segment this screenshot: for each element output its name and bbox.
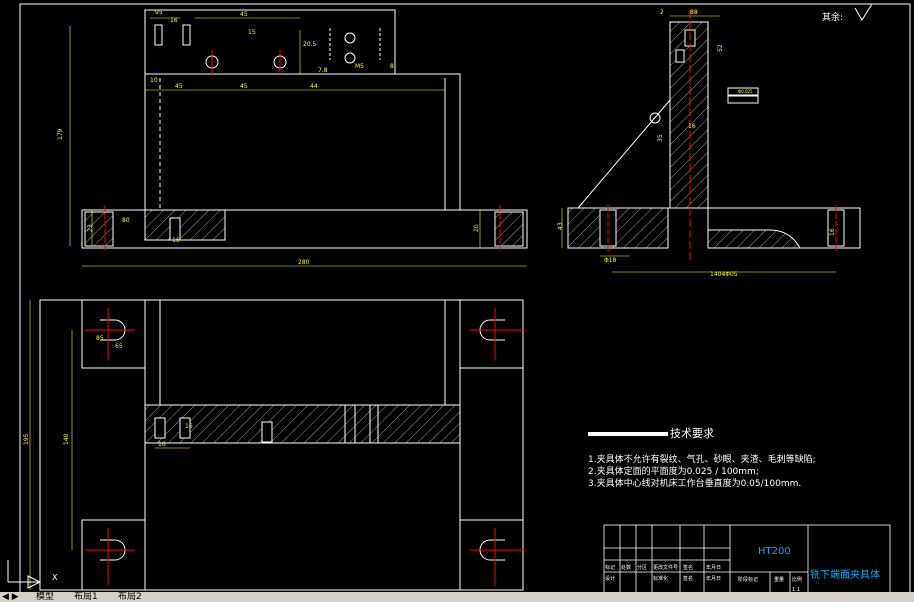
- svg-text:45: 45: [175, 83, 183, 90]
- svg-text:16: 16: [172, 237, 180, 244]
- svg-text:65: 65: [115, 343, 123, 350]
- svg-text:280: 280: [298, 259, 310, 266]
- tech-requirements: 技术要求 1.夹具体不允许有裂纹、气孔、砂眼、夹渣、毛刺等缺陷; 2.夹具体定面…: [588, 427, 816, 489]
- drawing-frame: [19, 3, 911, 600]
- svg-text:95: 95: [155, 9, 163, 16]
- svg-text:23: 23: [87, 224, 94, 232]
- svg-text:16: 16: [158, 441, 166, 448]
- svg-text:1404Φ05: 1404Φ05: [710, 271, 738, 278]
- svg-text:16: 16: [170, 17, 178, 24]
- plan-view: [39, 299, 525, 591]
- svg-text:8: 8: [390, 63, 394, 70]
- svg-text:16: 16: [688, 123, 696, 130]
- svg-text:设计: 设计: [605, 575, 615, 582]
- svg-text:M5: M5: [355, 63, 364, 70]
- front-view-dimensions: [69, 17, 527, 267]
- svg-text:标记: 标记: [605, 564, 615, 571]
- tech-heading-bar: [588, 432, 668, 436]
- svg-text:1:1: 1:1: [792, 587, 800, 593]
- side-view-dimensions: [561, 15, 836, 273]
- side-view: [567, 10, 861, 260]
- plan-view-dimensions: [29, 300, 190, 590]
- svg-text:45: 45: [240, 11, 248, 18]
- svg-text:X: X: [52, 573, 58, 582]
- tech-item-1: 1.夹具体不允许有裂纹、气孔、砂眼、夹渣、毛刺等缺陷;: [588, 453, 816, 465]
- svg-text:年月日: 年月日: [706, 564, 721, 571]
- svg-text:35: 35: [657, 134, 664, 142]
- svg-text:88: 88: [690, 9, 698, 16]
- nav-arrows-icon[interactable]: ◀ ▶: [2, 592, 19, 602]
- tab-layout1[interactable]: 布局1: [74, 592, 98, 602]
- svg-text:52: 52: [717, 44, 724, 52]
- svg-text:签名: 签名: [683, 564, 693, 571]
- front-view-dim-labels: 95 16 45 45 45 44 10 15 20.5 7.8 M5 8 17…: [57, 9, 480, 266]
- title-block-text: HT200 铣下端面夹具体 标记 处数 分区 更改文件号 签名 年月日 设计 标…: [605, 546, 880, 593]
- svg-text:阶段标记: 阶段标记: [738, 576, 758, 583]
- svg-text:处数: 处数: [621, 564, 631, 571]
- svg-text:比例: 比例: [792, 576, 802, 583]
- svg-text:2: 2: [660, 9, 664, 16]
- svg-text:标准化: 标准化: [653, 575, 668, 582]
- svg-text:80: 80: [122, 217, 130, 224]
- tab-layout2[interactable]: 布局2: [118, 592, 142, 602]
- ucs-icon: X: [7, 560, 58, 589]
- svg-text:16: 16: [185, 423, 193, 430]
- svg-text:20.5: 20.5: [303, 41, 317, 48]
- svg-text:179: 179: [57, 128, 64, 140]
- svg-text:85: 85: [96, 335, 104, 342]
- svg-text:20: 20: [473, 224, 480, 232]
- part-name: 铣下端面夹具体: [810, 568, 880, 581]
- svg-text:Φ0.025: Φ0.025: [738, 89, 753, 94]
- svg-text:年月日: 年月日: [706, 575, 721, 582]
- side-view-dim-labels: 88 2 52 16 35 43 Φ18 16 1404Φ05 Φ0.025: [557, 9, 836, 278]
- layout-tab-bar: ◀ ▶ 模型 布局1 布局2: [0, 592, 914, 602]
- svg-text:更改文件号: 更改文件号: [653, 564, 678, 571]
- surface-note-label: 其余:: [822, 11, 843, 23]
- svg-text:16: 16: [829, 228, 836, 236]
- svg-text:45: 45: [240, 83, 248, 90]
- surface-finish-icon: [854, 3, 873, 21]
- svg-text:195: 195: [23, 433, 30, 445]
- svg-text:7.8: 7.8: [318, 67, 328, 74]
- tech-item-2: 2.夹具体定面的平面度为0.025 / 100mm;: [588, 465, 759, 477]
- svg-text:44: 44: [310, 83, 318, 90]
- plan-view-dim-labels: 195 140 85 65 16 16 240: [23, 335, 307, 600]
- tech-item-3: 3.夹具体中心线对机床工作台垂直度为0.05/100mm.: [588, 477, 801, 489]
- front-view: [81, 9, 528, 250]
- tab-model[interactable]: 模型: [36, 592, 55, 602]
- svg-text:10: 10: [150, 77, 158, 84]
- svg-text:15: 15: [248, 29, 256, 36]
- material-label: HT200: [758, 546, 791, 557]
- title-block: [603, 524, 891, 594]
- svg-text:Φ18: Φ18: [604, 257, 617, 264]
- svg-text:140: 140: [63, 433, 70, 445]
- svg-text:重量: 重量: [774, 576, 784, 583]
- tech-heading: 技术要求: [670, 427, 714, 440]
- svg-text:分区: 分区: [637, 564, 647, 571]
- svg-text:43: 43: [557, 222, 564, 230]
- svg-text:签名: 签名: [683, 575, 693, 582]
